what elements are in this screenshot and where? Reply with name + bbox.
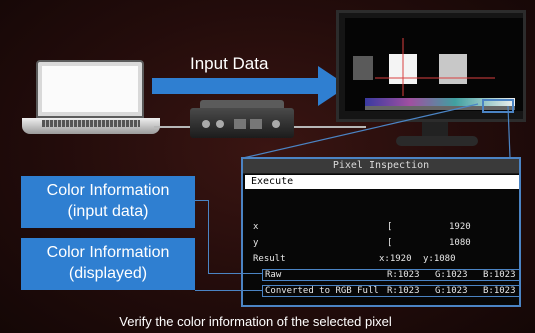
raw-label: Raw [265,270,282,280]
panel-title: Pixel Inspection [243,159,519,174]
converted-r: R:1023 [387,286,420,296]
device-port [202,120,210,128]
result-label: Result [253,254,286,264]
execute-button[interactable]: Execute [245,175,519,189]
color-info-displayed-box: Color Information (displayed) [21,238,195,290]
row-y-label: y [253,238,259,248]
device-port [234,119,246,129]
signal-generator-device [190,108,294,138]
row-x-value[interactable]: 1920 [449,222,471,232]
connector-input-h2 [208,273,262,274]
raw-highlight [262,269,521,281]
input-arrow-shaft [152,78,328,94]
laptop-screen [36,60,144,118]
result-y: y:1080 [423,254,456,264]
converted-g: G:1023 [435,286,468,296]
result-x: x:1920 [379,254,412,264]
converted-highlight [262,285,521,297]
row-raw: Raw R:1023 G:1023 B:1023 [253,269,519,281]
connector-input-v [208,200,209,273]
color-info-displayed-line1: Color Information [46,244,170,261]
raw-r: R:1023 [387,270,420,280]
device-port [272,120,280,128]
row-converted: Converted to RGB Full R:1023 G:1023 B:10… [253,285,519,297]
laptop-keyboard [42,120,140,127]
color-info-displayed-line2: (displayed) [68,265,148,282]
monitor-stand [422,122,448,138]
zoom-lines [242,103,511,159]
raw-g: G:1023 [435,270,468,280]
raw-b: B:1023 [483,270,516,280]
device-top [200,100,284,110]
monitor-stand-base [396,136,478,146]
device-port [216,120,224,128]
row-y-bracket: [ [387,238,393,248]
row-y-value[interactable]: 1080 [449,238,471,248]
monitor [336,10,526,122]
connector-displayed [195,290,262,291]
row-x-label: x [253,222,259,232]
caption: Verify the color information of the sele… [119,314,392,329]
pixel-inspection-panel: Pixel Inspection Execute x [ 1920 y [ 10… [241,157,521,307]
color-info-input-line2: (input data) [67,203,149,220]
color-info-input-line1: Color Information [46,182,170,199]
row-result: Result x:1920 y:1080 [253,253,519,265]
converted-label: Converted to RGB Full [265,286,379,296]
monitor-screen [345,18,523,113]
row-x: x [ 1920 [253,221,519,233]
device-port [250,119,262,129]
row-y: y [ 1080 [253,237,519,249]
color-info-input-box: Color Information (input data) [21,176,195,228]
row-x-bracket: [ [387,222,393,232]
connector-input-h1 [195,200,209,201]
converted-b: B:1023 [483,286,516,296]
monitor-test-pattern [353,38,515,113]
input-data-label: Input Data [190,54,269,73]
